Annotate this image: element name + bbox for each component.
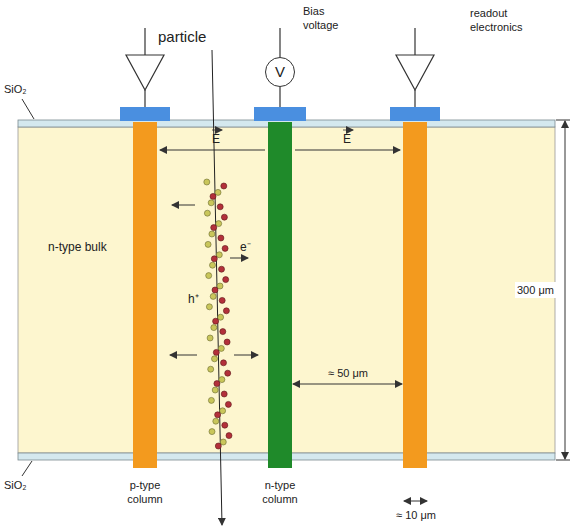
- hole-dot: [209, 429, 215, 435]
- bulk-label: n-type bulk: [48, 240, 110, 254]
- electron-dot: [221, 183, 227, 189]
- hole-dot: [205, 241, 211, 247]
- hole-dot: [216, 252, 222, 258]
- electron-dot: [219, 266, 225, 272]
- electron-dot: [225, 370, 231, 376]
- hole-dot: [204, 210, 210, 216]
- hole-dot: [215, 189, 221, 195]
- electron-dot: [213, 318, 219, 324]
- oxide-label: SiO₂: [4, 82, 27, 96]
- hole-dot: [216, 221, 222, 227]
- electron-dot: [224, 339, 230, 345]
- electron-dot: [222, 245, 228, 251]
- oxide-label: SiO₂: [4, 478, 27, 492]
- hole-dot: [208, 200, 214, 206]
- hole-dot: [210, 293, 216, 299]
- hole-dot: [207, 335, 213, 341]
- hole-dot: [211, 325, 217, 331]
- readout-label: readout electronics: [470, 6, 552, 34]
- hole-label: h⁺: [188, 292, 199, 306]
- electron-dot: [221, 391, 227, 397]
- hole-dot: [220, 408, 226, 414]
- voltage-source: V: [265, 57, 295, 87]
- width-dimension: ≈ 10 μm: [381, 508, 451, 522]
- hole-dot: [218, 345, 224, 351]
- electron-dot: [217, 204, 223, 210]
- electron-dot: [212, 287, 218, 293]
- electron-dot: [226, 433, 232, 439]
- particle-label: particle: [158, 30, 210, 44]
- bulk-region: n-type bulk: [18, 127, 555, 453]
- electron-label: e⁻: [240, 240, 251, 254]
- bias-label: Bias voltage: [303, 4, 355, 32]
- electron-dot: [211, 256, 217, 262]
- electron-dot: [220, 329, 226, 335]
- hole-dot: [213, 418, 219, 424]
- electron-dot: [223, 277, 229, 283]
- hole-dot: [206, 304, 212, 310]
- hole-dot: [212, 387, 218, 393]
- electron-dot: [211, 225, 217, 231]
- electron-dot: [225, 401, 231, 407]
- field-label: E: [212, 132, 220, 146]
- column-label: p-type column: [112, 478, 178, 506]
- hole-dot: [217, 283, 223, 289]
- hole-dot: [206, 273, 212, 279]
- hole-dot: [212, 356, 218, 362]
- pitch-dimension: ≈ 50 μm: [313, 366, 383, 380]
- hole-dot: [208, 366, 214, 372]
- electron-dot: [213, 349, 219, 355]
- electron-dot: [215, 412, 221, 418]
- electron-dot: [215, 443, 221, 449]
- electron-dot: [218, 235, 224, 241]
- electron-dot: [219, 297, 225, 303]
- hole-dot: [204, 179, 210, 185]
- voltage-symbol: V: [275, 64, 285, 80]
- thickness-dimension: 300 μm: [515, 282, 556, 298]
- hole-dot: [208, 397, 214, 403]
- hole-dot: [209, 231, 215, 237]
- electron-dot: [221, 214, 227, 220]
- hole-dot: [220, 439, 226, 445]
- field-label: E: [343, 132, 351, 146]
- hole-dot: [210, 262, 216, 268]
- hole-dot: [219, 377, 225, 383]
- column-label: n-type column: [247, 478, 313, 506]
- electron-dot: [222, 422, 228, 428]
- electron-dot: [223, 308, 229, 314]
- electron-dot: [210, 193, 216, 199]
- electron-dot: [214, 381, 220, 387]
- hole-dot: [218, 314, 224, 320]
- electron-dot: [221, 360, 227, 366]
